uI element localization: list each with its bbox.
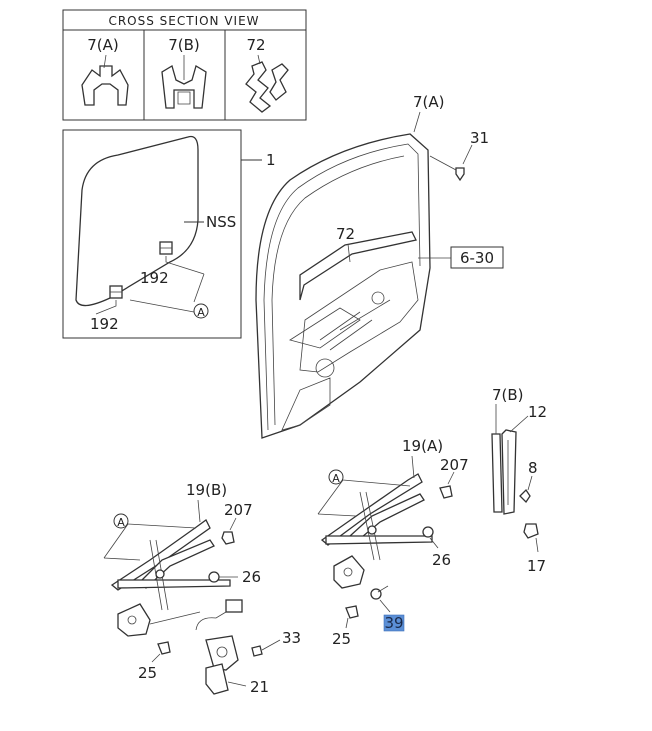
label-1: 1	[266, 151, 276, 169]
ref-a-circle-glass	[193, 303, 209, 319]
bolt-25-left	[157, 641, 171, 655]
label-12: 12	[528, 403, 547, 421]
cross-section-title: CROSS SECTION VIEW	[108, 14, 259, 28]
label-72: 72	[336, 225, 355, 243]
label-31: 31	[470, 129, 489, 147]
label-192-lower: 192	[90, 315, 119, 333]
door-panel	[255, 133, 431, 439]
label-8: 8	[528, 459, 538, 477]
bolt-17	[523, 523, 539, 539]
glass-panel-box: 1 NSS 192 192 A	[62, 129, 276, 339]
cross-section-label-7b: 7(B)	[168, 36, 200, 54]
profile-72-shape	[245, 54, 289, 113]
label-39: 39	[384, 614, 403, 632]
profile-7a-shape	[81, 54, 129, 106]
cross-section-label-7a: 7(A)	[87, 36, 119, 54]
motor-21	[195, 599, 243, 695]
nut-26-right	[422, 526, 434, 538]
ref-a-glass: A	[197, 306, 205, 319]
label-207-right: 207	[440, 456, 469, 474]
label-6-30: 6-30	[460, 249, 494, 267]
screw-33	[251, 645, 263, 657]
bolt-25-right	[345, 605, 359, 619]
run-channel-assembly: 7(B) 12 8 17	[491, 386, 547, 575]
profile-7b-shape	[161, 55, 207, 109]
ref-a-right: A	[332, 472, 340, 485]
label-26-right: 26	[432, 551, 451, 569]
label-25-left: 25	[138, 664, 157, 682]
glass-clip-lower	[109, 285, 123, 299]
label-21: 21	[250, 678, 269, 696]
label-19a: 19(A)	[402, 437, 443, 455]
label-7b-run: 7(B)	[492, 386, 524, 404]
regulator-19a	[320, 473, 433, 589]
label-192-upper: 192	[140, 269, 169, 287]
highlight-39	[383, 614, 405, 632]
bolt-207-left	[221, 531, 235, 545]
label-33: 33	[282, 629, 301, 647]
screw-31	[455, 167, 465, 182]
nut-26-left	[208, 571, 220, 583]
label-26-left: 26	[242, 568, 261, 586]
ref-a-left: A	[117, 516, 125, 529]
cross-section-label-72: 72	[246, 36, 265, 54]
door-glass-shape	[75, 135, 199, 307]
label-7a-weatherstrip: 7(A)	[413, 93, 445, 111]
bolt-8	[519, 488, 531, 504]
reference-box-6-30: 6-30	[418, 246, 504, 269]
label-207-left: 207	[224, 501, 253, 519]
label-19b: 19(B)	[186, 481, 227, 499]
regulator-19b	[110, 519, 231, 637]
glass-clip-upper	[159, 241, 173, 255]
label-nss: NSS	[206, 213, 236, 231]
bolt-207-right	[439, 485, 453, 499]
ref-a-circle-right	[328, 469, 344, 485]
cross-section-panel: CROSS SECTION VIEW 7(A) 7(B) 72	[62, 9, 307, 121]
ref-a-circle-left	[113, 513, 129, 529]
glass-channel-shape	[299, 231, 417, 301]
label-25-right: 25	[332, 630, 351, 648]
label-17: 17	[527, 557, 546, 575]
handle-39	[370, 585, 389, 600]
